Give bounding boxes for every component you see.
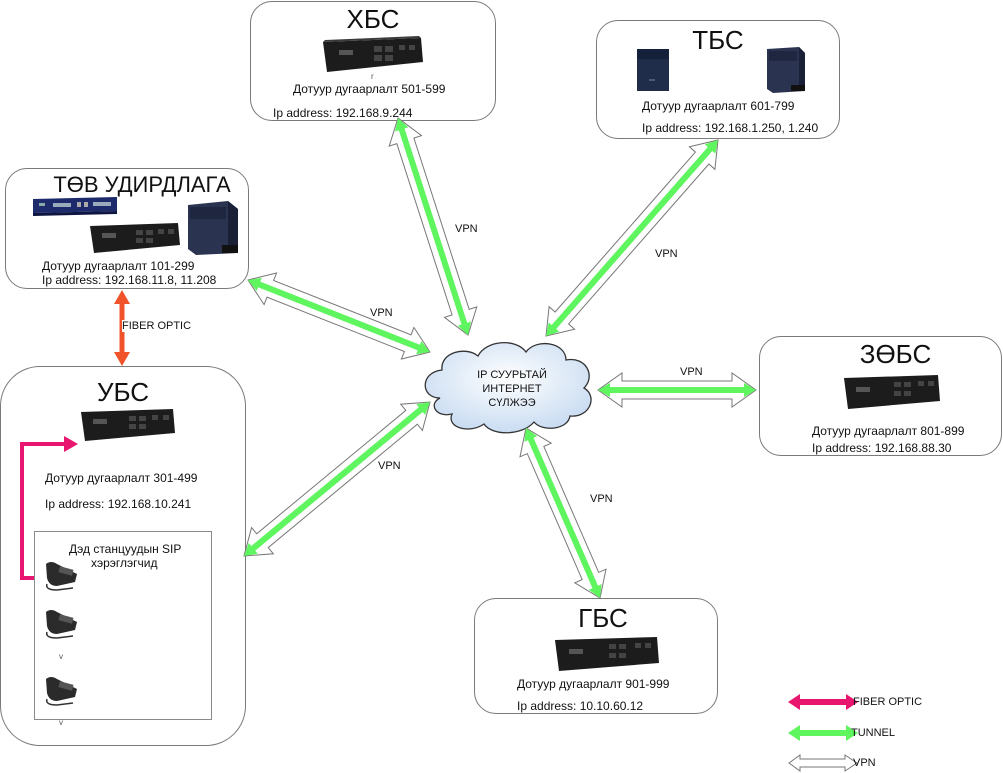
vpn-label-zobs: VPN bbox=[680, 366, 703, 378]
node-title: ТӨВ УДИРДЛАГА bbox=[53, 172, 231, 197]
node-tbs: ТБС Дотуур дугаарлалт 601-799 Ip address… bbox=[596, 20, 840, 139]
cloud-label-line: IP СУУРЬТАЙ bbox=[477, 369, 547, 381]
ip-address: Ip address: 192.168.9.244 bbox=[273, 106, 413, 120]
pbx-unit-icon bbox=[555, 637, 659, 671]
extension-range: Дотуур дугаарлалт 901-999 bbox=[517, 677, 670, 691]
legend-fiber-arrow-icon bbox=[788, 694, 858, 710]
vpn-label-gbs: VPN bbox=[590, 493, 613, 505]
vpn-link-hbs bbox=[388, 117, 478, 336]
tunnel-arrow bbox=[248, 277, 430, 355]
continuation-mark: v bbox=[59, 718, 63, 727]
extension-range: Дотуур дугаарлалт 101-299 bbox=[42, 259, 195, 273]
vpn-link-zobs bbox=[597, 372, 757, 408]
node-title: ЗӨБС bbox=[859, 339, 932, 369]
cloud-label-line: СҮЛЖЭЭ bbox=[488, 397, 536, 409]
vpn-link-ubs bbox=[243, 401, 431, 557]
legend-label: VPN bbox=[853, 757, 876, 769]
ip-address: Ip address: 192.168.10.241 bbox=[45, 497, 192, 511]
tunnel-arrow bbox=[524, 428, 602, 598]
internet-cloud-icon bbox=[424, 341, 592, 434]
pbx-unit-icon bbox=[90, 223, 180, 253]
vpn-label-hbs: VPN bbox=[455, 223, 478, 235]
continuation-mark: v bbox=[59, 652, 63, 661]
node-title: ГБС bbox=[578, 603, 628, 633]
node-title: УБС bbox=[96, 377, 150, 407]
cloud-label-line: ИНТЕРНЕТ bbox=[482, 383, 542, 395]
rack-pbx-icon bbox=[33, 197, 117, 216]
node-tov-udirdlaga: ТӨВ УДИРДЛАГА Дотуур дугаарлалт 101-299 … bbox=[5, 168, 249, 289]
cabinet-pbx-icon bbox=[767, 47, 805, 93]
node-zobs: ЗӨБС Дотуур дугаарлалт 801-899 Ip addres… bbox=[759, 336, 1002, 456]
pbx-unit-icon bbox=[844, 375, 940, 409]
ip-address: Ip address: 192.168.11.8, 11.208 bbox=[42, 273, 217, 287]
extension-range: Дотуур дугаарлалт 601-799 bbox=[642, 99, 795, 113]
vpn-link-gbs bbox=[519, 427, 607, 599]
node-gbs: ГБС Дотуур дугаарлалт 901-999 Ip address… bbox=[474, 598, 718, 714]
legend-label: TUNNEL bbox=[851, 727, 896, 739]
vpn-link-tov bbox=[247, 272, 431, 360]
extension-range: Дотуур дугаарлалт 301-499 bbox=[45, 471, 198, 485]
legend-tunnel-arrow-icon bbox=[788, 725, 858, 741]
node-title: ХБС bbox=[346, 4, 400, 34]
fiber-link-sip-pbx bbox=[20, 436, 78, 580]
pbx-unit-icon bbox=[81, 409, 175, 441]
tunnel-arrow bbox=[244, 402, 430, 556]
extension-range: Дотуур дугаарлалт 801-899 bbox=[812, 424, 965, 438]
legend-vpn-arrow-icon bbox=[788, 754, 858, 772]
node-title: ТБС bbox=[692, 25, 744, 55]
cabinet-pbx-icon bbox=[637, 49, 669, 91]
node-hbs: ХБС r Дотуур дугаарлалт 501-599 Ip addre… bbox=[250, 1, 496, 121]
vpn-link-tbs bbox=[545, 139, 719, 337]
ip-address: Ip address: 192.168.88.30 bbox=[812, 441, 952, 455]
sip-users-box: Дэд станцуудын SIP хэрэглэгчид v v bbox=[34, 531, 212, 727]
vpn-label-tov: VPN bbox=[370, 307, 393, 319]
vpn-label-tbs: VPN bbox=[655, 248, 678, 260]
extension-range: Дотуур дугаарлалт 501-599 bbox=[293, 82, 446, 96]
pbx-unit-icon bbox=[323, 36, 423, 72]
ip-phone-icon bbox=[45, 610, 77, 639]
tunnel-arrow bbox=[546, 140, 718, 336]
tunnel-arrow bbox=[395, 118, 471, 335]
stray-mark: r bbox=[371, 72, 374, 81]
legend-label: FIBER OPTIC bbox=[853, 696, 923, 708]
ip-phone-icon bbox=[45, 562, 77, 591]
ip-address: Ip address: 10.10.60.12 bbox=[517, 699, 644, 713]
ip-phone-icon bbox=[45, 677, 77, 706]
ip-address: Ip address: 192.168.1.250, 1.240 bbox=[642, 121, 819, 135]
sip-box-title: хэрэглэгчид bbox=[91, 556, 158, 570]
vpn-label-ubs: VPN bbox=[378, 460, 401, 472]
fiber-optic-label: FIBER OPTIC bbox=[122, 320, 192, 332]
sip-box-title: Дэд станцуудын SIP bbox=[69, 542, 182, 556]
cabinet-pbx-icon bbox=[188, 201, 238, 255]
cloud-label: IP СУУРЬТАЙ ИНТЕРНЕТ СҮЛЖЭЭ bbox=[452, 368, 572, 410]
tunnel-arrow bbox=[598, 383, 756, 397]
